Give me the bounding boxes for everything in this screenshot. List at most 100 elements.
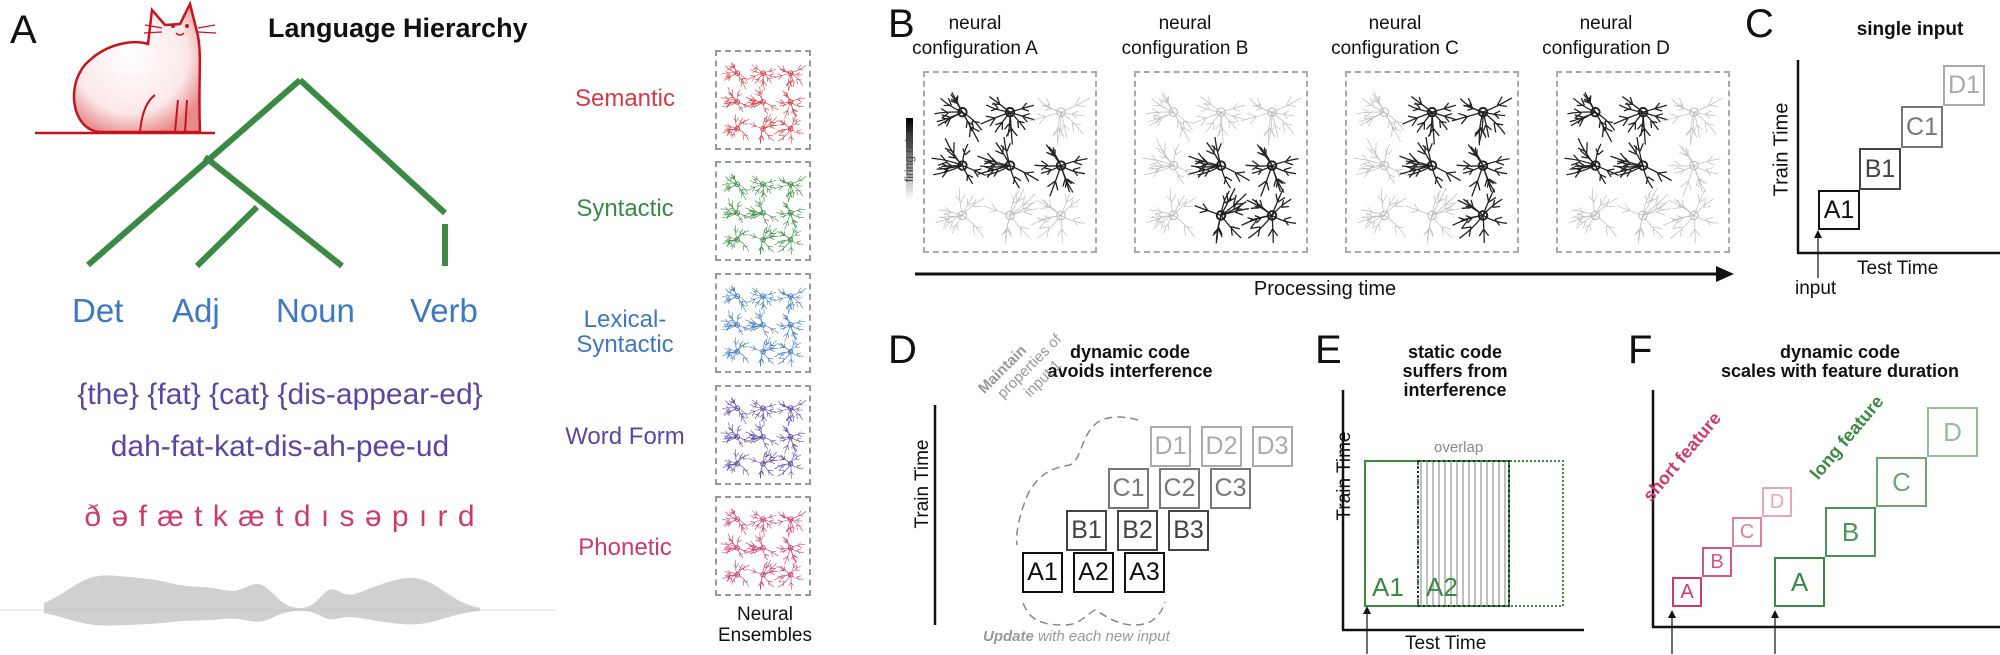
- neuron: [746, 175, 777, 202]
- pos-tag-adj: Adj: [172, 292, 220, 329]
- ensemble-box-word-form: [715, 385, 811, 485]
- neuron: [1240, 96, 1301, 146]
- panel-d-title-line2: avoids interference: [1047, 360, 1213, 381]
- config-d-line2: configuration D: [1542, 37, 1670, 59]
- neuron: [745, 197, 779, 226]
- neuron: [773, 225, 804, 255]
- waveform-icon: [0, 575, 555, 626]
- neuron: [1402, 96, 1458, 145]
- neuron: [1399, 137, 1461, 189]
- panel-letter-c: C: [1745, 2, 1774, 46]
- neuron: [746, 64, 777, 91]
- tree-branch: [203, 154, 344, 269]
- neuron: [1241, 188, 1296, 243]
- ensemble-box-syntactic: [715, 161, 811, 261]
- neuron: [721, 62, 748, 90]
- neuron: [776, 90, 805, 119]
- short-feature-box-a: A: [1672, 577, 1702, 607]
- neuron: [934, 91, 983, 143]
- neuron: [746, 510, 777, 537]
- train-box-d3: D3: [1252, 426, 1293, 467]
- panel-c-xlabel: Test Time: [1857, 258, 1939, 279]
- update-annotation: Update with each new input: [983, 628, 1170, 645]
- neuron: [931, 138, 986, 185]
- ensemble-box-phonetic: [715, 496, 811, 596]
- neuron: [776, 313, 805, 342]
- neuron: [721, 397, 748, 425]
- train-box-c1: C1: [1901, 106, 1943, 148]
- config-d-line1: neural: [1579, 13, 1633, 34]
- panel-e-title: static code suffers from interference: [1380, 343, 1530, 400]
- tree-branch: [86, 77, 302, 268]
- neuron: [773, 114, 804, 144]
- neuron: [1564, 138, 1619, 185]
- config-b-line1: neural: [1158, 13, 1212, 34]
- level-lexical-syntactic: Lexical- Syntactic: [560, 307, 690, 358]
- panel-letter-e: E: [1315, 328, 1342, 372]
- neuron: [746, 287, 777, 314]
- static-box-a2-label: A2: [1426, 572, 1458, 602]
- neuron: [748, 560, 779, 590]
- neuron: [721, 285, 748, 313]
- config-a-line1: neural: [948, 13, 1002, 34]
- panel-letter-f: F: [1628, 328, 1653, 372]
- update-bold: Update: [983, 628, 1034, 645]
- neuron: [722, 337, 750, 364]
- train-box-b2: B2: [1117, 510, 1158, 551]
- train-box-b3: B3: [1168, 510, 1209, 551]
- neuron: [776, 425, 805, 454]
- panel-f-title-line2: scales with feature duration: [1720, 360, 1960, 381]
- neuron: [1405, 188, 1460, 244]
- panel-d-ylabel: Train Time: [912, 439, 933, 529]
- pos-tag-det: Det: [72, 292, 124, 329]
- neuron: [1451, 96, 1513, 146]
- neural-ensembles-caption: Neural Ensembles: [700, 604, 830, 647]
- panel-e-title-line1: static code: [1407, 342, 1503, 362]
- neuron: [1456, 144, 1510, 197]
- neuron: [745, 86, 779, 115]
- neuron: [1568, 188, 1618, 238]
- neuron: [722, 225, 750, 252]
- ensemble-box-lexical-syntactic: [715, 273, 811, 373]
- neuron: [1188, 137, 1250, 189]
- config-label-d: neural configuration D: [1506, 12, 1706, 61]
- panel-d-title: dynamic code avoids interference: [1000, 343, 1260, 381]
- neuron: [722, 449, 750, 476]
- train-box-d1: D1: [1150, 426, 1191, 467]
- neuron: [748, 114, 779, 144]
- config-box-b: [1134, 71, 1308, 253]
- tree-branch: [194, 204, 260, 269]
- neuron: [773, 337, 804, 367]
- neuron: [1356, 92, 1404, 142]
- neuron: [1029, 96, 1090, 146]
- neuron: [773, 287, 807, 315]
- config-box-d: [1556, 71, 1730, 253]
- level-word-form: Word Form: [565, 423, 685, 450]
- panel-letter-b: B: [888, 2, 915, 46]
- level-syntactic: Syntactic: [576, 195, 674, 222]
- firing-rate-colorbar: [906, 118, 913, 200]
- train-box-c1: C1: [1108, 468, 1149, 509]
- neuron: [722, 114, 750, 141]
- cat-icon: [35, 0, 217, 135]
- panel-f-title-line1: dynamic code: [1779, 342, 1901, 362]
- neuron: [748, 337, 779, 367]
- panel-c-axes: [1796, 60, 2000, 278]
- neuron: [1145, 92, 1193, 142]
- panel-d-axis: [933, 405, 1166, 626]
- neuron: [1194, 188, 1249, 244]
- neuron: [1034, 144, 1088, 197]
- static-box-a1-label: A1: [1372, 572, 1404, 602]
- syllable-text: dah-fat-kat-dis-ah-pee-ud: [110, 430, 450, 463]
- neuron: [773, 510, 807, 538]
- train-box-c2: C2: [1159, 468, 1200, 509]
- overlap-label: overlap: [1434, 439, 1484, 456]
- panel-e-title-line2: suffers from: [1402, 360, 1508, 381]
- neuron: [1616, 188, 1671, 244]
- long-feature-box-c: C: [1876, 457, 1927, 507]
- config-c-line2: configuration C: [1331, 37, 1459, 59]
- config-c-line1: neural: [1368, 13, 1422, 34]
- neuron: [748, 225, 779, 255]
- short-feature-box-c: C: [1732, 517, 1762, 547]
- train-box-b1: B1: [1859, 148, 1901, 190]
